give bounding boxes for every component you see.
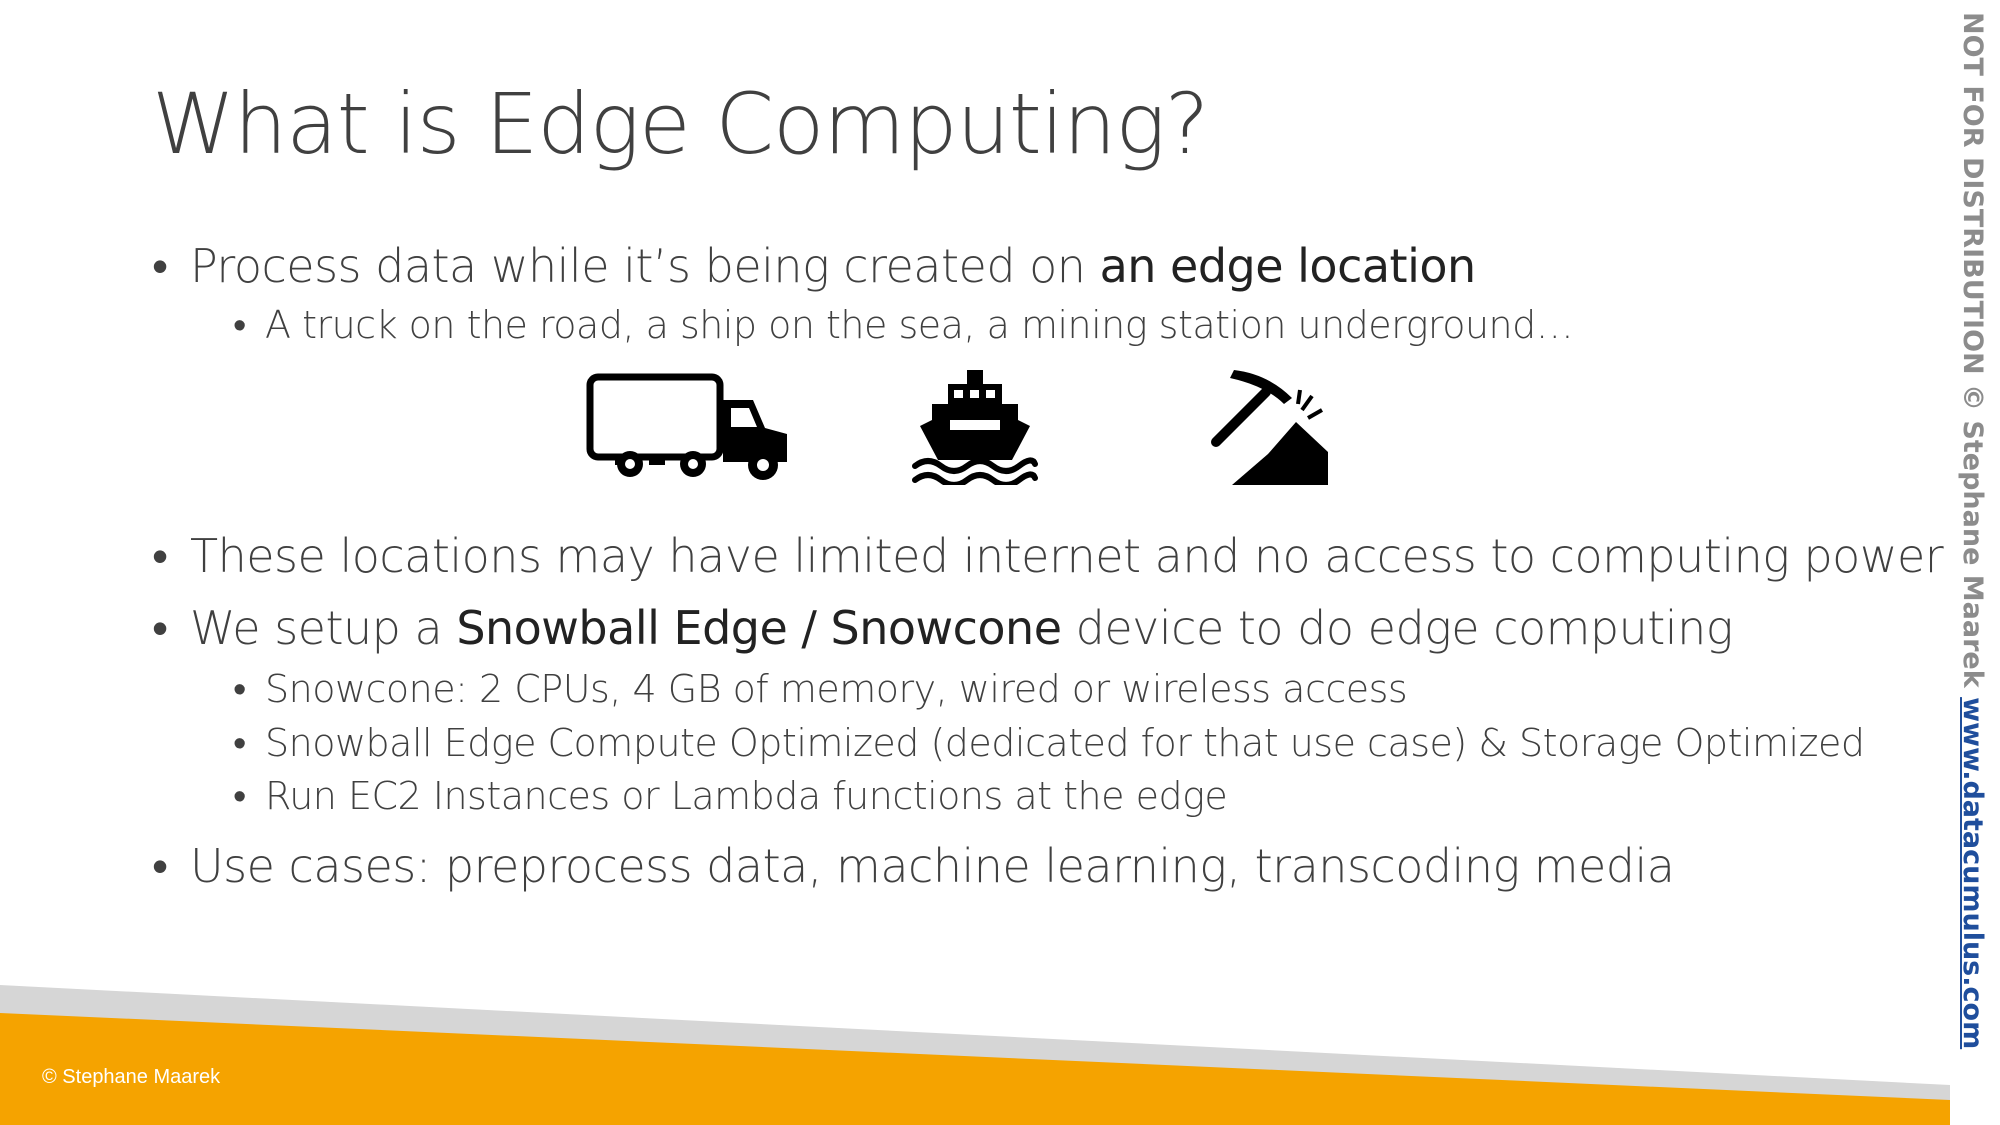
bullet-text: device to do edge computing bbox=[1061, 601, 1734, 655]
footer-copyright: © Stephane Maarek bbox=[42, 1066, 221, 1088]
bullet-text: These locations may have limited interne… bbox=[190, 529, 1944, 583]
bullet-dot: • bbox=[152, 601, 168, 655]
bullet-emphasis: Snowball Edge / Snowcone bbox=[456, 601, 1062, 655]
side-watermark: NOT FOR DISTRIBUTION © Stephane Maarek w… bbox=[1952, 12, 1996, 1102]
bullet-text: We setup a bbox=[190, 601, 457, 655]
bullet-use-cases: • Use cases: preprocess data, machine le… bbox=[152, 838, 1675, 894]
sub-bullet-run-ec2: • Run EC2 Instances or Lambda functions … bbox=[233, 773, 1228, 819]
bullet-dot: • bbox=[152, 529, 168, 583]
ship-icon bbox=[912, 370, 1038, 485]
bullet-limited-internet: • These locations may have limited inter… bbox=[152, 528, 1944, 584]
slide-title: What is Edge Computing? bbox=[152, 75, 1209, 173]
bullet-dot: • bbox=[152, 239, 168, 293]
bullet-text: Run EC2 Instances or Lambda functions at… bbox=[265, 774, 1228, 818]
example-icons-row bbox=[585, 370, 1345, 500]
bullet-dot: • bbox=[233, 721, 246, 765]
mining-pickaxe-icon bbox=[1211, 370, 1328, 485]
bullet-dot: • bbox=[233, 774, 246, 818]
sub-bullet-snowball-edge: • Snowball Edge Compute Optimized (dedic… bbox=[233, 720, 1865, 766]
watermark-text: NOT FOR DISTRIBUTION © Stephane Maarek bbox=[1957, 12, 1988, 698]
watermark-link[interactable]: www.datacumulus.com bbox=[1957, 697, 1988, 1050]
bullet-text: Use cases: preprocess data, machine lear… bbox=[190, 839, 1675, 893]
truck-icon bbox=[586, 373, 787, 480]
bullet-edge-location: • Process data while it’s being created … bbox=[152, 238, 1477, 294]
bullet-dot: • bbox=[233, 303, 246, 347]
footer-band bbox=[0, 985, 1950, 1125]
bullet-snowball-setup: • We setup a Snowball Edge / Snowcone de… bbox=[152, 600, 1734, 656]
bullet-text: Process data while it’s being created on bbox=[190, 239, 1100, 293]
sub-bullet-snowcone: • Snowcone: 2 CPUs, 4 GB of memory, wire… bbox=[233, 666, 1408, 712]
bullet-dot: • bbox=[152, 839, 168, 893]
bullet-emphasis: an edge location bbox=[1099, 239, 1477, 293]
footer-orange-band bbox=[0, 1013, 1950, 1125]
bullet-text: Snowcone: 2 CPUs, 4 GB of memory, wired … bbox=[265, 667, 1408, 711]
bullet-text: Snowball Edge Compute Optimized (dedicat… bbox=[265, 721, 1865, 765]
bullet-dot: • bbox=[233, 667, 246, 711]
bullet-text: A truck on the road, a ship on the sea, … bbox=[265, 303, 1574, 347]
sub-bullet-examples: • A truck on the road, a ship on the sea… bbox=[233, 302, 1574, 348]
